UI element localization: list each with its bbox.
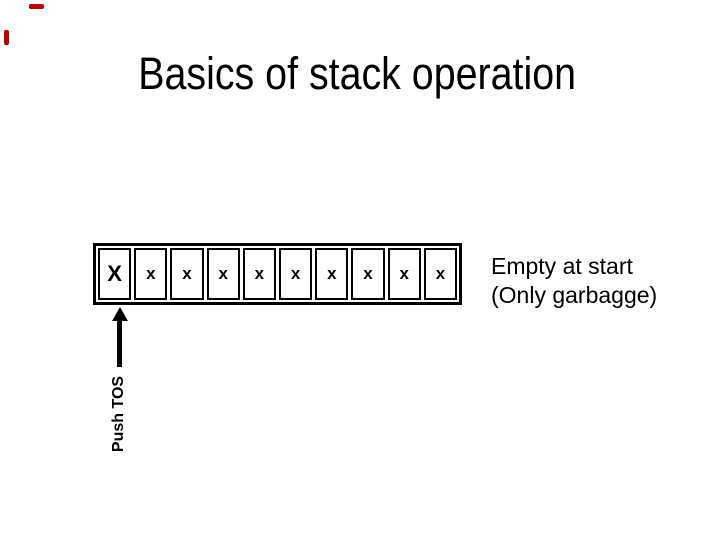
page-title: Basics of stack operation [0,48,714,100]
stack-cell: x [351,248,385,300]
stack-cell-label: x [218,264,228,283]
stack-cell: x [387,248,421,300]
arrow-shaft [117,319,122,367]
note-line-2: (Only garbagge) [491,282,658,308]
stack-cell-label: x [182,264,192,283]
stack-cell-label: X [107,261,122,286]
stack-cell: x [134,248,168,300]
stack-cell-label: x [254,264,265,283]
push-tos-label: Push TOS [110,375,127,453]
stack-cell-label: x [146,264,156,283]
stack-array: X x x x x x x [93,243,462,305]
red-corner-mark-left [4,30,9,45]
note-line-1: Empty at start [491,253,633,279]
stack-cell: x [279,248,313,300]
note-text: Empty at start (Only garbagge) [491,252,657,310]
stack-cell: x [170,248,204,300]
stack-cell-label: x [399,264,409,283]
stack-cell: x [206,248,240,300]
stack-cell: x [423,248,458,300]
stack-cell-label: x [363,264,373,283]
arrow-up-icon [112,307,128,321]
stack-cell-label: x [290,264,301,283]
page-title-text: Basics of stack operation [138,48,576,99]
stack-cell-label: x [327,264,337,283]
stack-cell: X [98,248,132,300]
red-corner-mark-top [29,4,44,9]
stack-cell-label: x [435,264,446,283]
stack-cell: x [242,248,277,300]
stack-cell: x [315,248,349,300]
